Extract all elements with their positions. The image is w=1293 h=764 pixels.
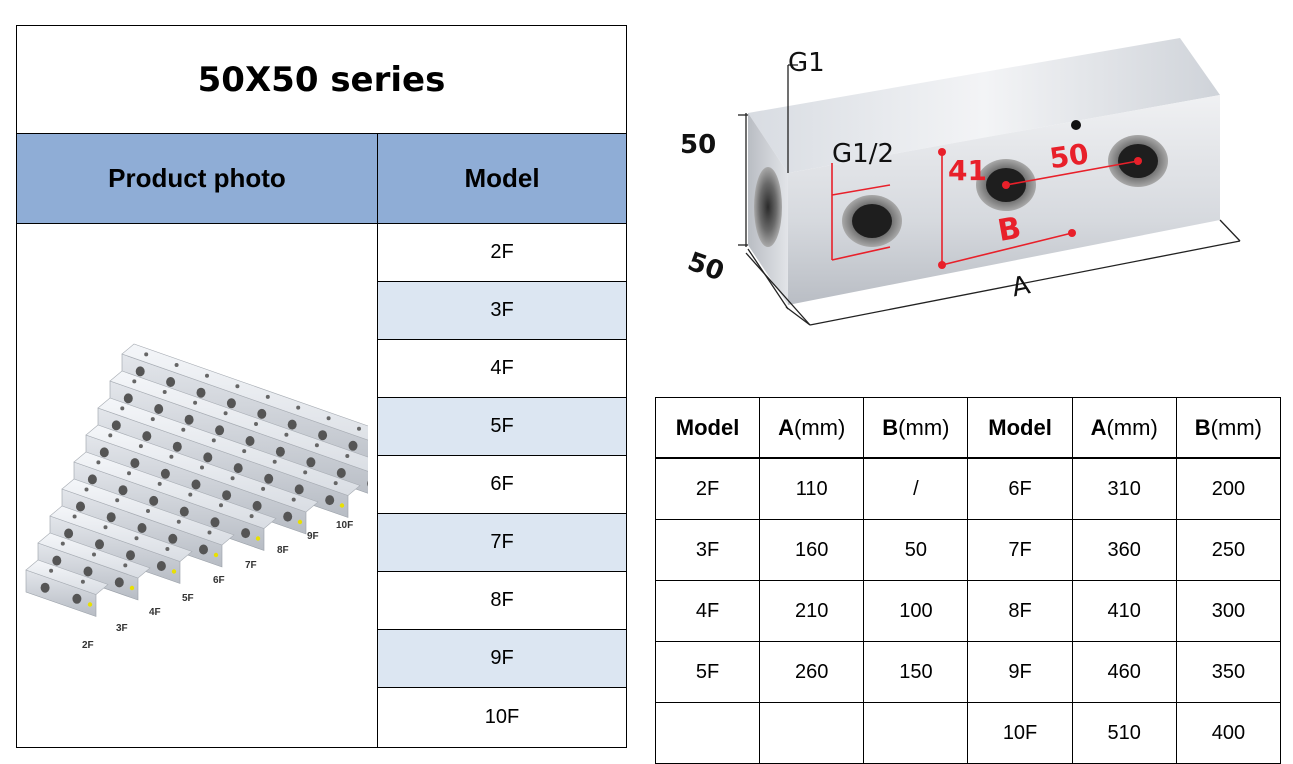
- table-cell: 460: [1071, 641, 1177, 703]
- product-photo: 2F 3F 4F 5F 6F 7F 8F 9F 10F: [25, 343, 368, 651]
- dimension-table: Model A(mm) B(mm) Model A(mm) B(mm) 2F 1…: [654, 397, 1282, 764]
- label-height-50: 50: [680, 130, 716, 160]
- header-model-1: Model: [654, 397, 761, 459]
- table-cell: 8F: [967, 580, 1073, 642]
- mount-hole: [1071, 120, 1081, 130]
- header-model-2: Model: [967, 397, 1073, 459]
- dimension-table-header: Model A(mm) B(mm) Model A(mm) B(mm): [654, 397, 1282, 459]
- model-list: 2F 3F 4F 5F 6F 7F 8F 9F 10F: [378, 224, 626, 747]
- table-cell: 200: [1175, 457, 1282, 520]
- model-cell: 9F: [378, 630, 626, 688]
- manifold-bar: [61, 478, 235, 568]
- header-b-2: B(mm): [1175, 397, 1282, 459]
- table-cell: 7F: [967, 519, 1073, 581]
- header-a-2: A(mm): [1071, 397, 1177, 459]
- table-row: 10F 510 400: [654, 702, 1282, 764]
- label-dim-41: 41: [948, 154, 987, 187]
- photo-label-2f: 2F: [82, 640, 94, 651]
- table-cell: 4F: [654, 580, 761, 642]
- product-table-header: Product photo Model: [17, 134, 626, 224]
- model-cell: 3F: [378, 282, 626, 340]
- table-cell: 6F: [967, 457, 1073, 520]
- photo-label-8f: 8F: [277, 545, 289, 556]
- photo-label-5f: 5F: [182, 593, 194, 604]
- table-cell: [863, 702, 969, 764]
- model-cell: 6F: [378, 456, 626, 514]
- table-cell: 210: [759, 580, 865, 642]
- table-cell: 110: [759, 457, 865, 520]
- model-cell: 10F: [378, 688, 626, 746]
- table-cell: 400: [1175, 702, 1282, 764]
- table-cell: 360: [1071, 519, 1177, 581]
- side-port: [754, 167, 782, 247]
- manifold-bar: [25, 559, 109, 617]
- table-cell: 160: [759, 519, 865, 581]
- photo-label-6f: 6F: [213, 575, 225, 586]
- table-cell: 310: [1071, 457, 1177, 520]
- manifold-bar: [49, 505, 193, 584]
- model-cell: 7F: [378, 514, 626, 572]
- table-cell: 410: [1071, 580, 1177, 642]
- manifold-bar: [37, 532, 151, 601]
- manifold-diagram: G1 G1/2 50 50 41 50 B A: [680, 38, 1241, 326]
- product-photo-cell: [17, 224, 378, 747]
- manifold-bar: [85, 424, 319, 535]
- table-cell: 9F: [967, 641, 1073, 703]
- table-cell: [654, 702, 761, 764]
- table-cell: [759, 702, 865, 764]
- label-dim-50: 50: [1047, 137, 1090, 175]
- table-cell: 250: [1175, 519, 1282, 581]
- header-product-photo: Product photo: [17, 134, 378, 223]
- header-model: Model: [464, 163, 540, 193]
- header-b-1: B(mm): [863, 397, 969, 459]
- manifold-bar: [73, 451, 277, 551]
- table-row: 3F 160 50 7F 360 250: [654, 519, 1282, 581]
- table-cell: 50: [863, 519, 969, 581]
- manifold-bar: [121, 343, 368, 463]
- model-cell: 4F: [378, 340, 626, 398]
- block-top-face: [748, 38, 1220, 173]
- model-cell: 2F: [378, 224, 626, 282]
- label-g1: G1: [788, 48, 825, 78]
- photo-label-9f: 9F: [307, 531, 319, 542]
- series-title: 50X50 series: [17, 26, 626, 134]
- table-cell: 3F: [654, 519, 761, 581]
- table-row: 4F 210 100 8F 410 300: [654, 580, 1282, 642]
- red-dimensions: [831, 152, 1139, 266]
- photo-labels: 2F 3F 4F 5F 6F 7F 8F 9F 10F: [82, 520, 353, 651]
- table-cell: 300: [1175, 580, 1282, 642]
- manifold-bars: [25, 343, 368, 617]
- photo-label-3f: 3F: [116, 623, 128, 634]
- label-g12: G1/2: [832, 139, 894, 169]
- table-cell: 150: [863, 641, 969, 703]
- photo-label-4f: 4F: [149, 607, 161, 618]
- table-cell: 260: [759, 641, 865, 703]
- photo-label-7f: 7F: [245, 560, 257, 571]
- label-depth-50: 50: [684, 247, 728, 288]
- header-a-1: A(mm): [759, 397, 865, 459]
- table-cell: /: [863, 457, 969, 520]
- table-cell: 100: [863, 580, 969, 642]
- model-cell: 8F: [378, 572, 626, 630]
- table-cell: 10F: [967, 702, 1073, 764]
- label-dim-a: A: [1009, 270, 1033, 303]
- product-table: 50X50 series Product photo Model 2F 3F 4…: [16, 25, 627, 748]
- table-cell: 5F: [654, 641, 761, 703]
- table-row: 2F 110 / 6F 310 200: [654, 457, 1282, 520]
- table-cell: 350: [1175, 641, 1282, 703]
- manifold-bar: [109, 370, 368, 494]
- manifold-bar: [97, 397, 361, 518]
- table-row: 5F 260 150 9F 460 350: [654, 641, 1282, 703]
- table-cell: 2F: [654, 457, 761, 520]
- model-cell: 5F: [378, 398, 626, 456]
- photo-label-10f: 10F: [336, 520, 353, 531]
- table-cell: 510: [1071, 702, 1177, 764]
